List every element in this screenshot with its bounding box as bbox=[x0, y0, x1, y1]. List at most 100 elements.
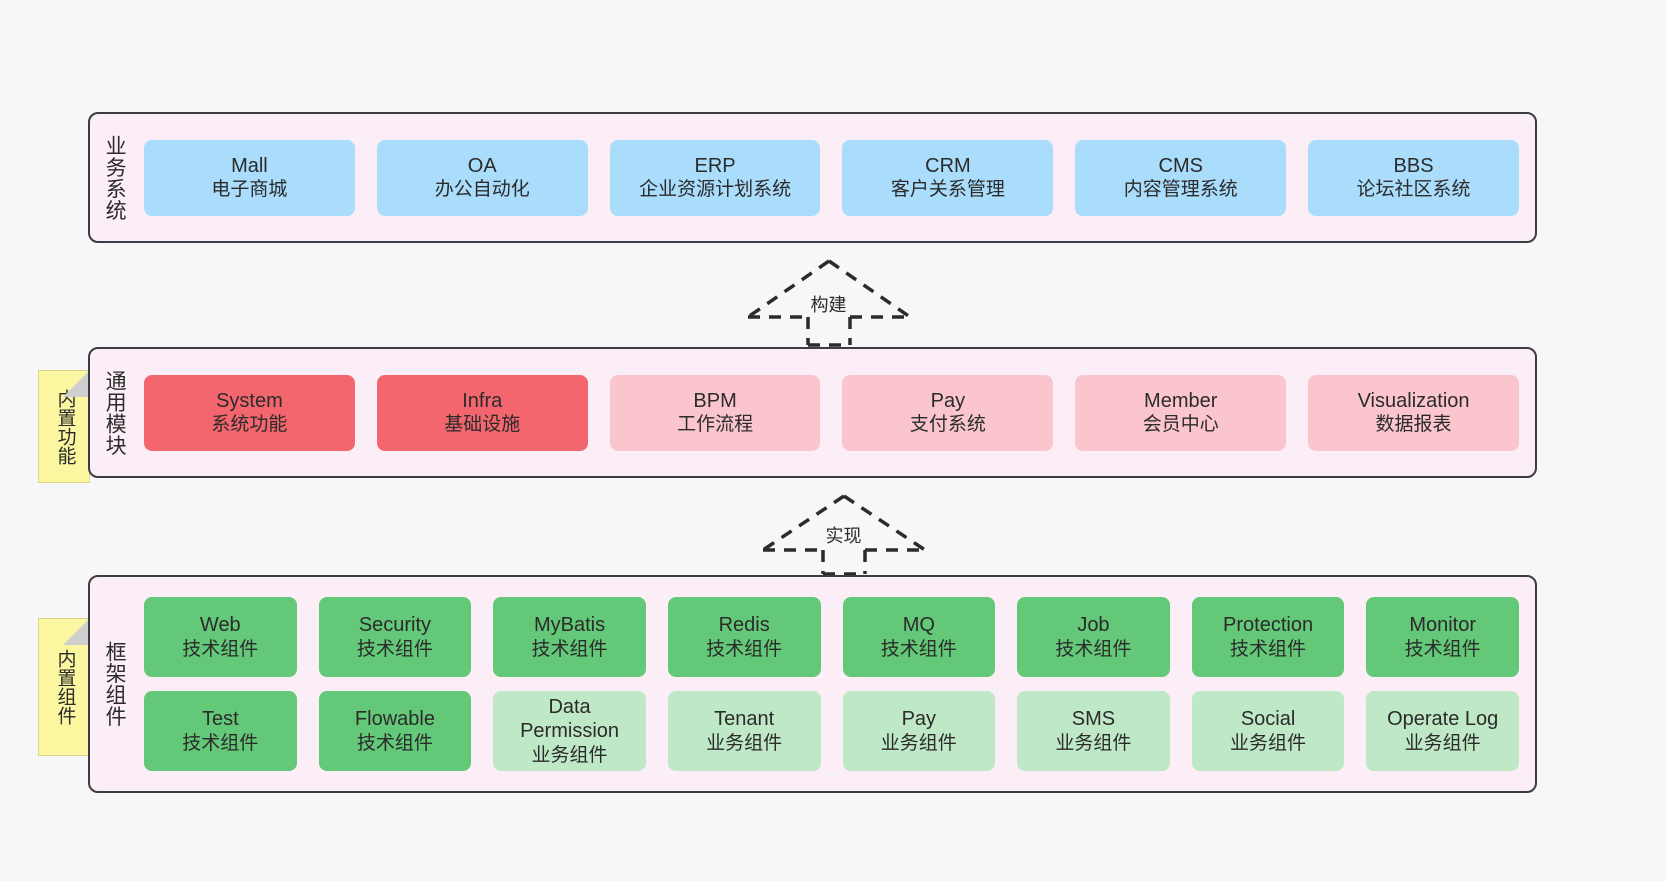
card-oa[interactable]: OA 办公自动化 bbox=[376, 139, 588, 216]
card-subtitle: 技术组件 bbox=[1055, 638, 1132, 660]
note-text: 内置组件 bbox=[54, 649, 76, 725]
card-name: MQ bbox=[902, 614, 935, 637]
card-name: CMS bbox=[1158, 154, 1203, 177]
card-name: Tenant bbox=[714, 708, 775, 731]
card-name: OA bbox=[467, 154, 497, 177]
card-system[interactable]: System 系统功能 bbox=[144, 374, 355, 451]
card-name: Social bbox=[1240, 708, 1296, 731]
connector-build: 构建 bbox=[746, 259, 912, 347]
card-name: Web bbox=[199, 614, 241, 637]
card-bpm[interactable]: BPM 工作流程 bbox=[609, 374, 821, 451]
card-subtitle: 数据报表 bbox=[1375, 414, 1452, 436]
card-subtitle: 技术组件 bbox=[356, 732, 433, 754]
card-redis[interactable]: Redis 技术组件 bbox=[667, 597, 821, 677]
card-subtitle: 技术组件 bbox=[1404, 638, 1481, 660]
card-visualization[interactable]: Visualization 数据报表 bbox=[1308, 374, 1519, 451]
card-subtitle: 技术组件 bbox=[182, 732, 259, 754]
card-subtitle: 技术组件 bbox=[706, 638, 783, 660]
card-name: Pay bbox=[930, 389, 966, 412]
card-name: Test bbox=[201, 708, 239, 731]
card-subtitle: 技术组件 bbox=[182, 638, 259, 660]
note-builtin-features: 内置功能 bbox=[38, 370, 90, 483]
card-name: Redis bbox=[718, 614, 770, 637]
card-row: Mall 电子商城 OA 办公自动化 ERP 企业资源计划系统 CRM 客户关系… bbox=[144, 139, 1519, 216]
card-name: System bbox=[216, 389, 283, 412]
layer-common-modules: 通用模块 System 系统功能 Infra 基础设施 BPM 工作流程 Pay… bbox=[88, 347, 1537, 478]
card-pay-business[interactable]: Pay 业务组件 bbox=[842, 691, 996, 771]
card-row: Test 技术组件 Flowable 技术组件 Data Permission … bbox=[144, 691, 1519, 771]
card-name: Job bbox=[1077, 614, 1110, 637]
card-protection[interactable]: Protection 技术组件 bbox=[1191, 597, 1345, 677]
card-social[interactable]: Social 业务组件 bbox=[1191, 691, 1345, 771]
card-subtitle: 论坛社区系统 bbox=[1356, 179, 1471, 201]
card-subtitle: 企业资源计划系统 bbox=[639, 179, 792, 201]
card-mybatis[interactable]: MyBatis 技术组件 bbox=[493, 597, 646, 677]
card-name: BBS bbox=[1393, 154, 1434, 177]
card-name: Member bbox=[1144, 389, 1218, 412]
card-name: MyBatis bbox=[534, 614, 606, 637]
card-subtitle: 客户关系管理 bbox=[890, 179, 1005, 201]
card-data-permission[interactable]: Data Permission 业务组件 bbox=[493, 691, 646, 771]
card-job[interactable]: Job 技术组件 bbox=[1017, 597, 1170, 677]
card-erp[interactable]: ERP 企业资源计划系统 bbox=[609, 139, 821, 216]
layer-body-framework: Web 技术组件 Security 技术组件 MyBatis 技术组件 Redi… bbox=[138, 577, 1535, 791]
card-member[interactable]: Member 会员中心 bbox=[1075, 374, 1287, 451]
card-pay[interactable]: Pay 支付系统 bbox=[842, 374, 1054, 451]
card-monitor[interactable]: Monitor 技术组件 bbox=[1366, 597, 1519, 677]
layer-body-business: Mall 电子商城 OA 办公自动化 ERP 企业资源计划系统 CRM 客户关系… bbox=[138, 114, 1535, 241]
note-builtin-components: 内置组件 bbox=[38, 618, 90, 756]
card-subtitle: 工作流程 bbox=[677, 414, 754, 436]
card-name: Data Permission bbox=[520, 696, 620, 743]
card-name: Infra bbox=[462, 389, 503, 412]
card-security[interactable]: Security 技术组件 bbox=[318, 597, 472, 677]
card-infra[interactable]: Infra 基础设施 bbox=[376, 374, 588, 451]
card-name: Operate Log bbox=[1387, 708, 1499, 731]
card-name: Flowable bbox=[354, 708, 435, 731]
card-subtitle: 系统功能 bbox=[211, 414, 288, 436]
card-subtitle: 业务组件 bbox=[1404, 732, 1481, 754]
card-name: ERP bbox=[694, 154, 736, 177]
layer-body-common: System 系统功能 Infra 基础设施 BPM 工作流程 Pay 支付系统… bbox=[138, 349, 1535, 476]
layer-title-common: 通用模块 bbox=[103, 369, 127, 456]
card-mq[interactable]: MQ 技术组件 bbox=[842, 597, 996, 677]
card-subtitle: 内容管理系统 bbox=[1123, 179, 1238, 201]
layer-title-framework: 框架组件 bbox=[103, 641, 127, 727]
card-subtitle: 办公自动化 bbox=[434, 179, 530, 201]
card-name: Monitor bbox=[1409, 614, 1477, 637]
card-cms[interactable]: CMS 内容管理系统 bbox=[1075, 139, 1287, 216]
card-bbs[interactable]: BBS 论坛社区系统 bbox=[1308, 139, 1519, 216]
card-subtitle: 业务组件 bbox=[1230, 732, 1307, 754]
card-name: Protection bbox=[1223, 614, 1314, 637]
card-test[interactable]: Test 技术组件 bbox=[144, 691, 297, 771]
card-subtitle: 会员中心 bbox=[1142, 414, 1219, 436]
connector-implement: 实现 bbox=[761, 494, 927, 576]
card-name: BPM bbox=[693, 389, 737, 412]
layer-framework-components: 框架组件 Web 技术组件 Security 技术组件 MyBatis 技术组件… bbox=[88, 575, 1537, 793]
card-subtitle: 业务组件 bbox=[1055, 732, 1132, 754]
card-subtitle: 电子商城 bbox=[211, 179, 288, 201]
note-text: 内置功能 bbox=[54, 388, 76, 465]
card-row: System 系统功能 Infra 基础设施 BPM 工作流程 Pay 支付系统… bbox=[144, 374, 1519, 451]
card-name: Security bbox=[358, 614, 432, 637]
card-subtitle: 基础设施 bbox=[444, 414, 521, 436]
card-subtitle: 技术组件 bbox=[1230, 638, 1307, 660]
card-subtitle: 支付系统 bbox=[909, 414, 986, 436]
connector-label-implement: 实现 bbox=[825, 526, 862, 546]
card-crm[interactable]: CRM 客户关系管理 bbox=[842, 139, 1054, 216]
card-sms[interactable]: SMS 业务组件 bbox=[1017, 691, 1170, 771]
card-mall[interactable]: Mall 电子商城 bbox=[144, 139, 355, 216]
card-row: Web 技术组件 Security 技术组件 MyBatis 技术组件 Redi… bbox=[144, 597, 1519, 677]
card-subtitle: 业务组件 bbox=[531, 744, 608, 766]
card-web[interactable]: Web 技术组件 bbox=[144, 597, 297, 677]
card-name: CRM bbox=[925, 154, 971, 177]
card-tenant[interactable]: Tenant 业务组件 bbox=[667, 691, 821, 771]
card-subtitle: 业务组件 bbox=[880, 732, 957, 754]
card-subtitle: 业务组件 bbox=[706, 732, 783, 754]
card-flowable[interactable]: Flowable 技术组件 bbox=[318, 691, 472, 771]
connector-label-build: 构建 bbox=[810, 295, 847, 315]
card-operate-log[interactable]: Operate Log 业务组件 bbox=[1366, 691, 1519, 771]
card-subtitle: 技术组件 bbox=[531, 638, 608, 660]
card-name: Visualization bbox=[1357, 389, 1470, 412]
card-subtitle: 技术组件 bbox=[880, 638, 957, 660]
